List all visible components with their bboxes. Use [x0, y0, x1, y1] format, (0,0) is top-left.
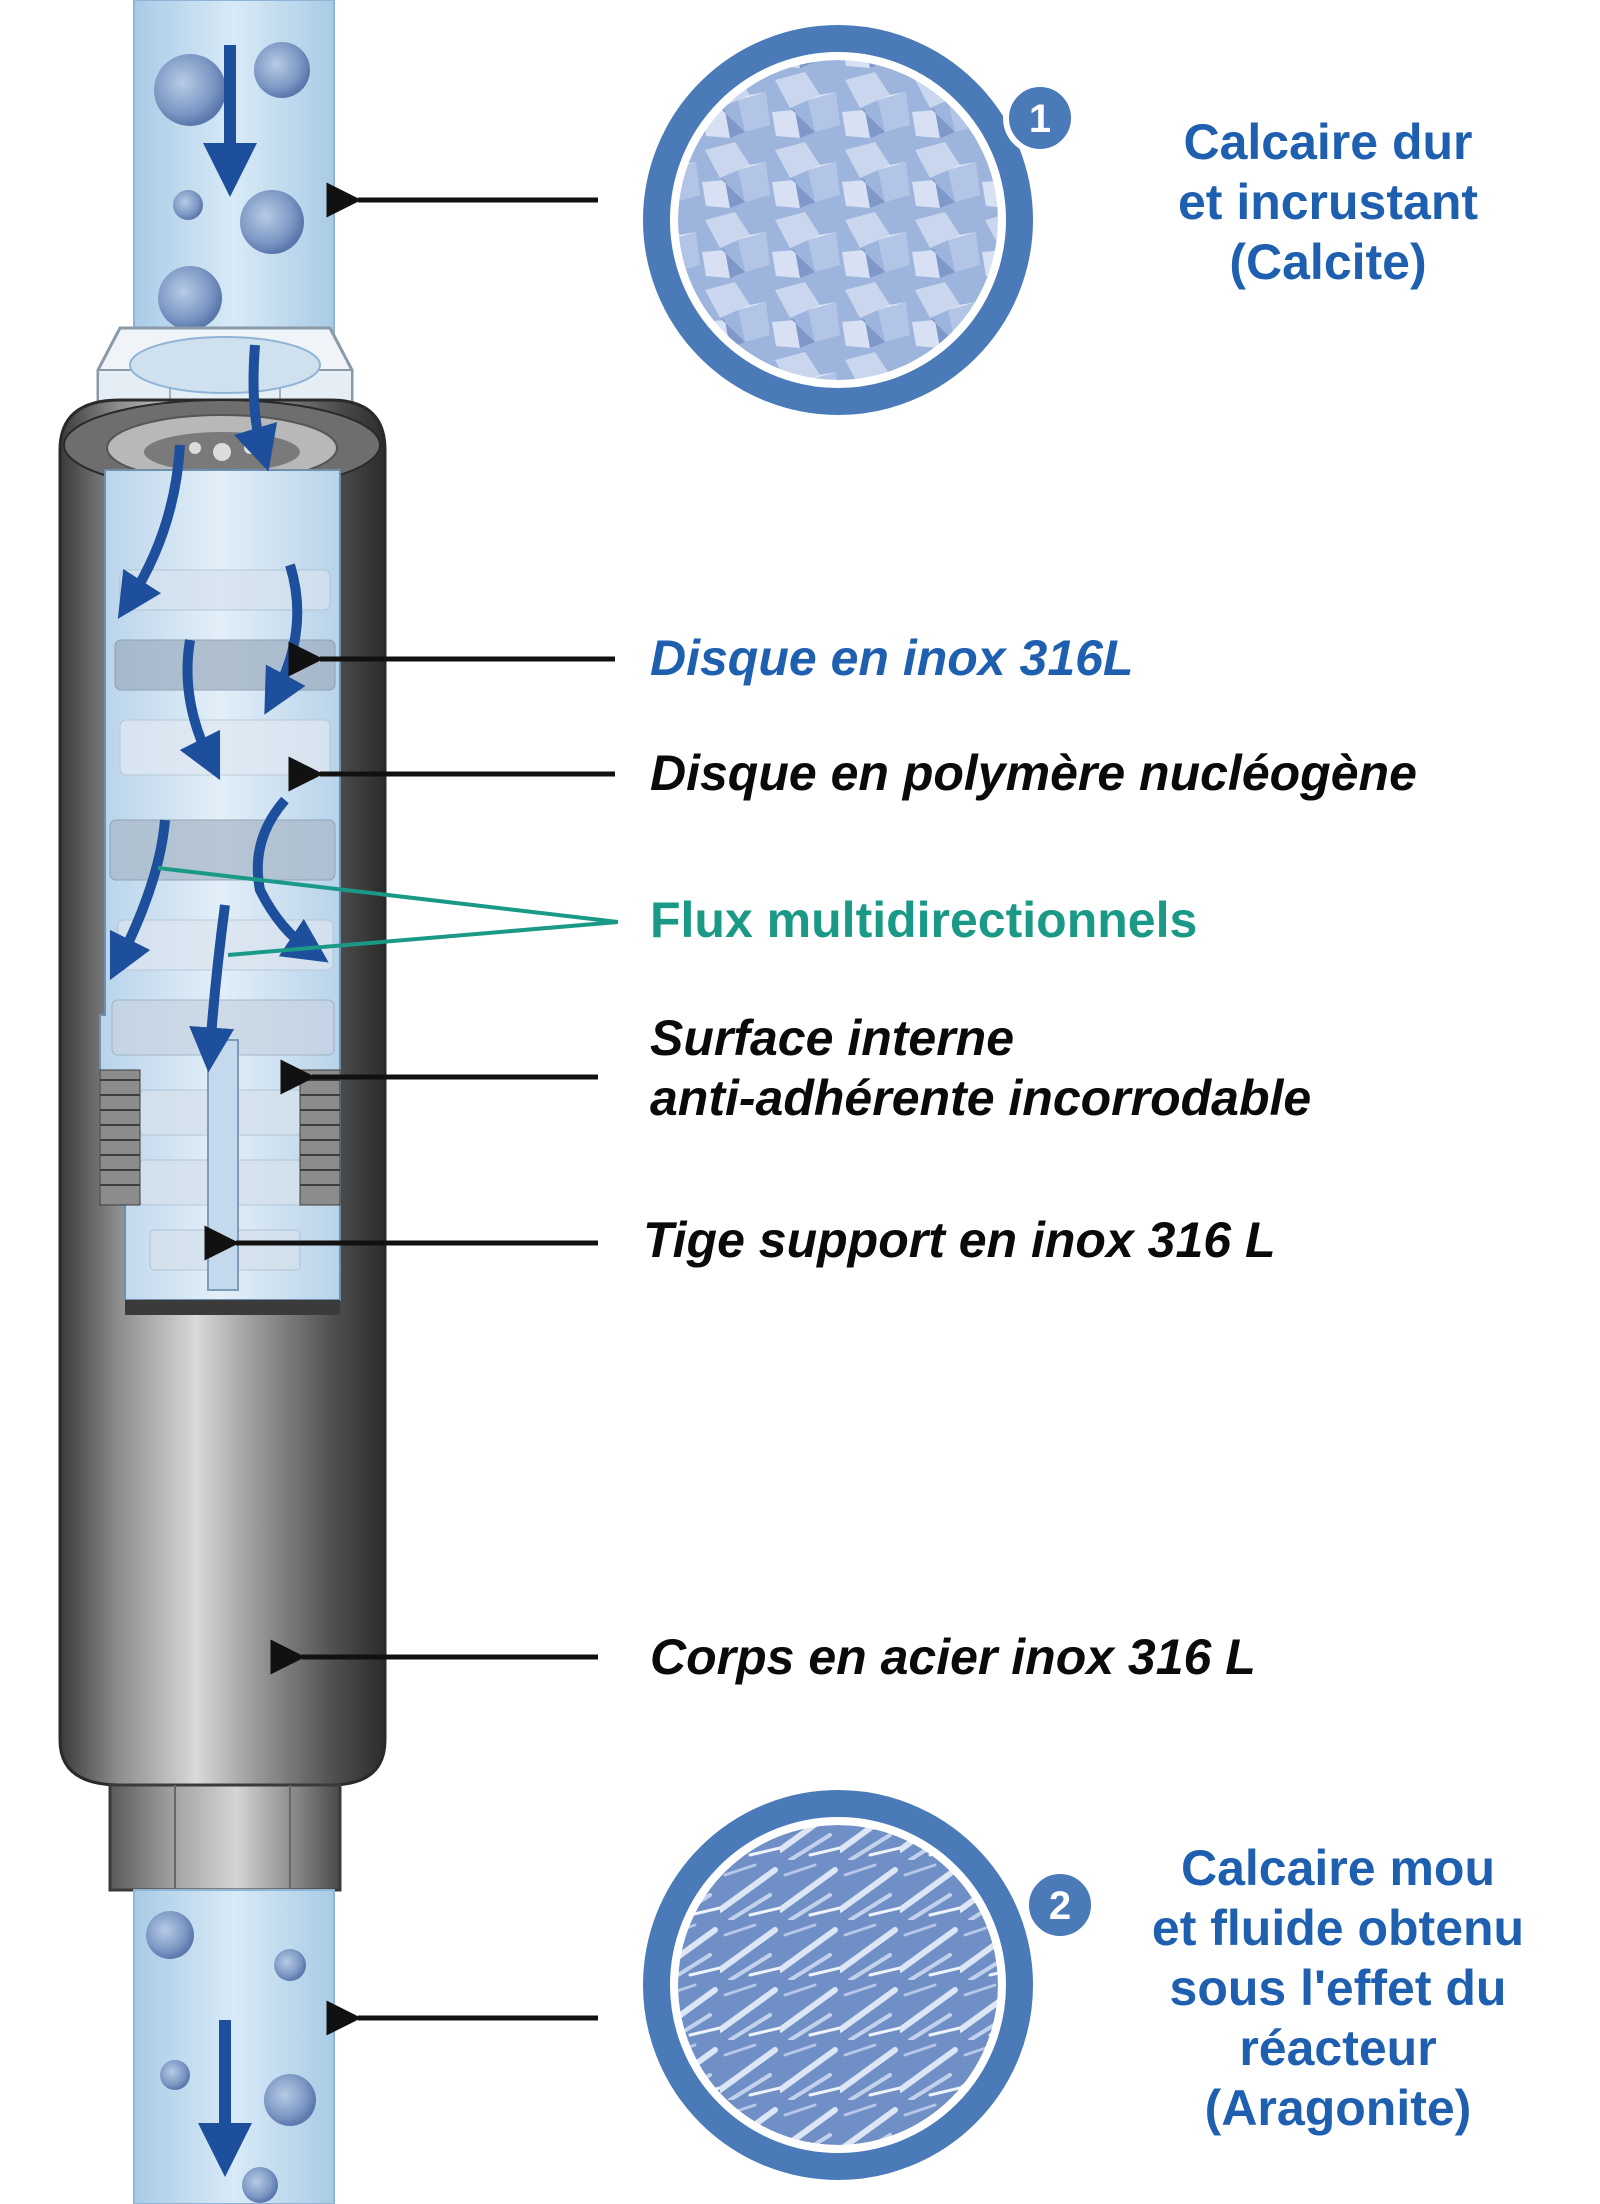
label-disc-polymer: Disque en polymère nucléogène [650, 745, 1417, 801]
scale-particle [154, 54, 226, 126]
outlet-nut [108, 1783, 342, 1892]
scale-particle [242, 2167, 278, 2203]
scale-particle [240, 190, 304, 254]
label-body: Corps en acier inox 316 L [650, 1629, 1256, 1685]
callout-number-2: 2 [1049, 1884, 1071, 1928]
scale-particle [173, 190, 203, 220]
scale-particle [160, 2060, 190, 2090]
scale-particle [254, 42, 310, 98]
callout-number-1: 1 [1029, 97, 1051, 141]
callout-bottom-text: Calcaire mou et fluide obtenu sous l'eff… [1151, 1840, 1525, 2136]
cutaway-interior [99, 344, 341, 1315]
flux-leader-lines [157, 866, 619, 957]
support-rod [207, 1039, 239, 1291]
label-surface: Surface interne anti-adhérente incorroda… [650, 1010, 1312, 1126]
inlet-pipe [133, 0, 335, 371]
scale-particle [274, 1949, 306, 1981]
pointer-arrows [204, 182, 615, 2036]
label-rod: Tige support en inox 316 L [643, 1212, 1276, 1268]
scale-particle [158, 266, 222, 330]
threaded-wall [99, 1069, 341, 1206]
outlet-pipe [133, 1889, 335, 2204]
magnifier-lens-icon: 2 [643, 1790, 1097, 2180]
callout-top-text: Calcaire dur et incrustant (Calcite) [1177, 114, 1479, 290]
label-disc-inox: Disque en inox 316L [650, 630, 1134, 686]
internal-flow-arrows [109, 344, 329, 1073]
scale-particle [146, 1911, 194, 1959]
magnifier-lens-icon: 1 [643, 25, 1077, 415]
label-flux: Flux multidirectionnels [650, 892, 1198, 948]
scale-particle [264, 2074, 316, 2126]
